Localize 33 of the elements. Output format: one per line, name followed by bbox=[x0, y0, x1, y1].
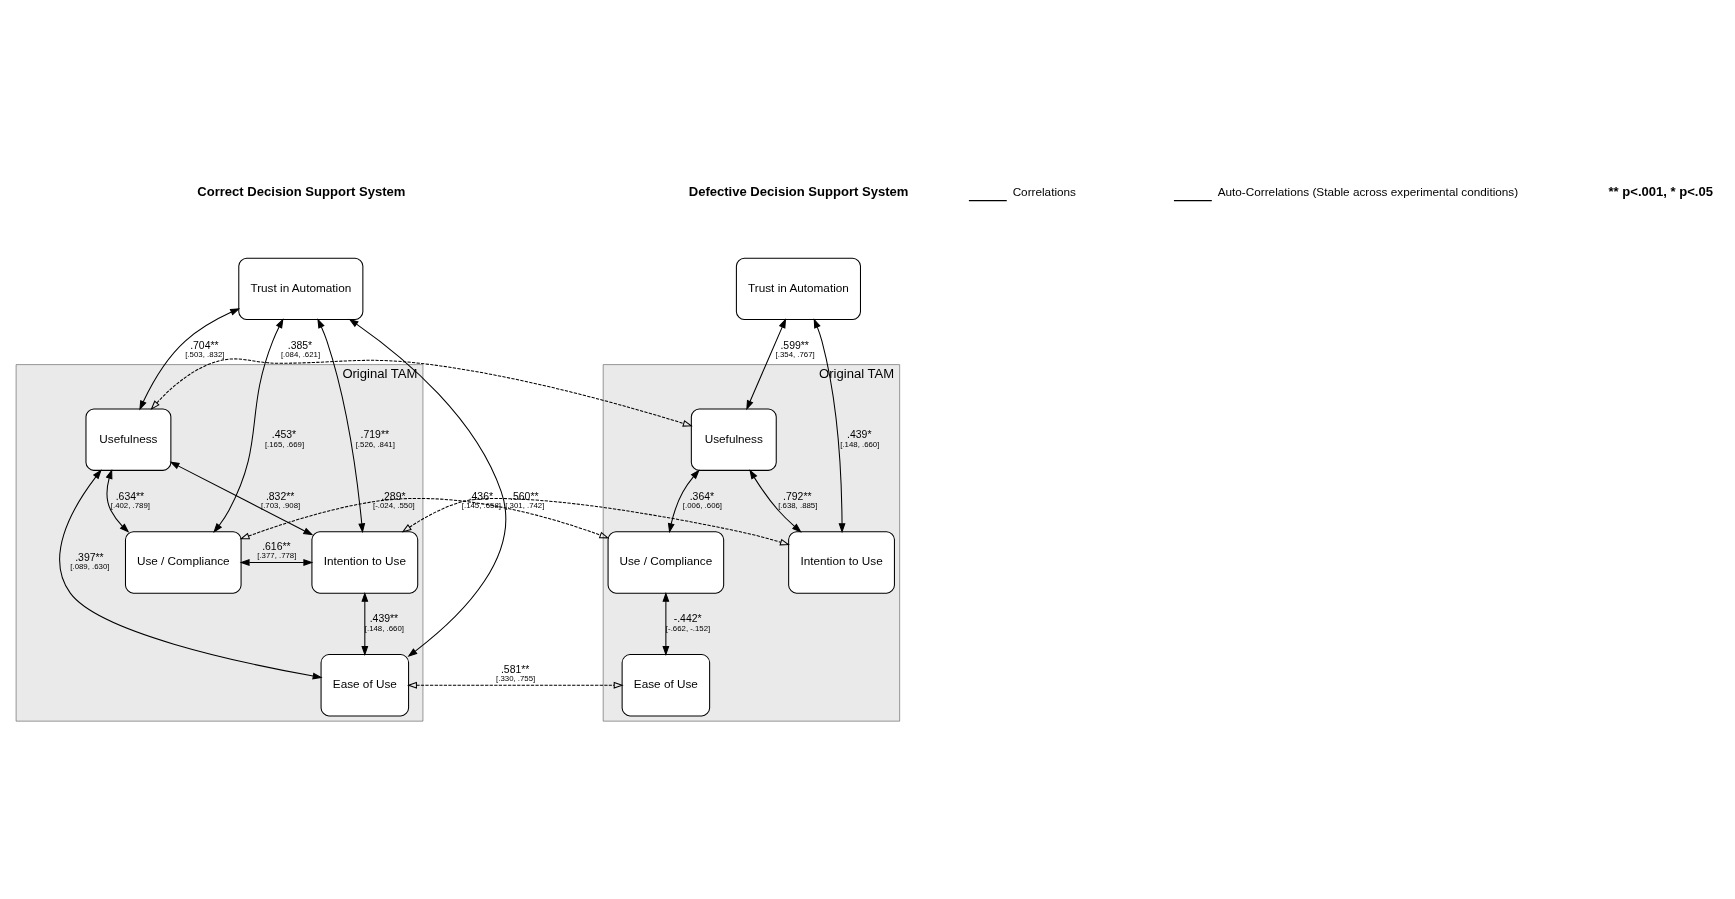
arrow bbox=[59, 469, 323, 680]
node-box: Trust in Automation bbox=[238, 257, 364, 321]
arrow bbox=[139, 308, 241, 411]
arrow bbox=[213, 318, 284, 533]
arrow bbox=[169, 461, 314, 536]
arrow bbox=[150, 358, 693, 427]
node-box: Use / Compliance bbox=[124, 531, 242, 594]
arrow bbox=[407, 681, 624, 689]
label: Defective Decision Support System bbox=[688, 184, 909, 200]
arrow bbox=[317, 318, 366, 534]
arrow bbox=[746, 318, 787, 411]
arrow bbox=[667, 469, 700, 534]
arrow bbox=[662, 591, 670, 656]
label: Correct Decision Support System bbox=[197, 184, 406, 200]
label: ** p<.001, * p<.05 bbox=[1608, 184, 1713, 200]
arrow bbox=[361, 591, 369, 656]
arrow bbox=[105, 469, 130, 533]
node-box: Ease of Use bbox=[320, 654, 410, 717]
node-box: Usefulness bbox=[690, 408, 777, 471]
node-box: Ease of Use bbox=[621, 654, 711, 717]
node-box: Intention to Use bbox=[788, 531, 895, 594]
node-box: Use / Compliance bbox=[607, 531, 725, 594]
arrow bbox=[239, 559, 314, 566]
arrow bbox=[239, 497, 610, 540]
arrow bbox=[749, 469, 802, 533]
node-box: Intention to Use bbox=[311, 531, 419, 594]
node-box: Usefulness bbox=[85, 408, 172, 471]
arrow bbox=[813, 318, 846, 534]
legend-label: Auto-Correlations (Stable across experimental conditions) bbox=[1217, 185, 1519, 199]
arrow bbox=[348, 318, 507, 657]
node-box: Trust in Automation bbox=[735, 257, 861, 321]
arrow bbox=[401, 498, 790, 546]
legend-label: Correlations bbox=[1012, 185, 1076, 199]
